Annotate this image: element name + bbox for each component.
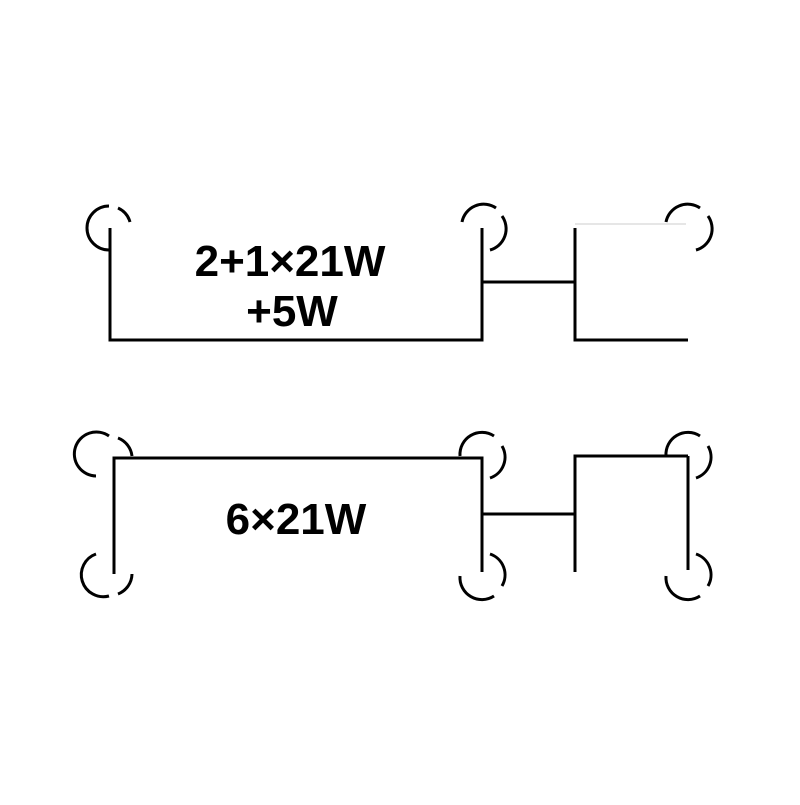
top-label-line2: +5W: [246, 287, 338, 336]
bulb-bottom-tm-icon: [458, 430, 495, 457]
top-label-line1: 2+1×21W: [195, 237, 386, 286]
bulb-bottom-bm-icon-arc: [489, 552, 507, 587]
top-lamp-diagram: [85, 202, 714, 342]
bulb-bottom-br-icon-arc: [695, 552, 713, 587]
bulb-bottom-bm-icon: [458, 575, 495, 602]
bulb-bottom-tr-icon-arc: [695, 445, 713, 480]
bulb-bottom-bl-icon-arc: [117, 573, 134, 596]
bulb-bottom-tl-icon: [72, 430, 110, 478]
top-main-box: [108, 228, 484, 342]
bulb-bottom-tr-icon: [664, 430, 701, 457]
bottom-right-box: [573, 454, 688, 572]
bottom-label: 6×21W: [226, 495, 367, 544]
bulb-top-mid-icon: [460, 202, 497, 223]
bulb-bottom-br-icon: [664, 575, 701, 602]
bulb-bottom-bl-icon: [79, 552, 110, 599]
bulb-bottom-tm-icon-arc: [489, 445, 507, 480]
bulb-top-left-icon: [85, 204, 110, 252]
bulb-top-mid-icon-arc: [489, 215, 508, 252]
bottom-lamp-diagram: [72, 430, 713, 602]
bulb-top-right-icon-arc: [695, 215, 714, 252]
bulb-top-left-icon-arc: [117, 206, 132, 223]
top-right-box: [573, 228, 688, 342]
bulb-top-right-icon: [664, 202, 701, 223]
bulb-bottom-tl-icon-arc: [117, 436, 134, 457]
